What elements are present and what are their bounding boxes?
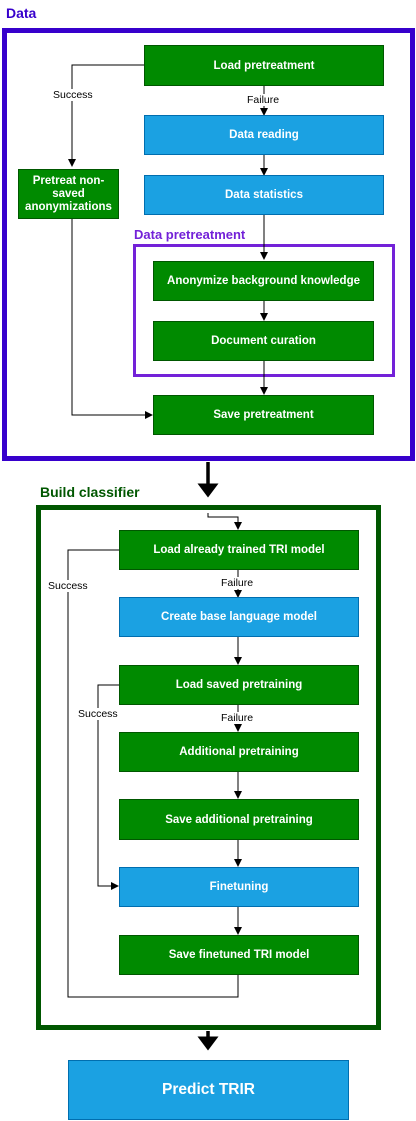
- edge-label-success-pretraining: Success: [77, 708, 119, 720]
- edge-label-failure-data: Failure: [246, 94, 281, 106]
- edge-label-failure-pretraining: Failure: [220, 712, 255, 724]
- pretreat-nonsaved-node: Pretreat non-saved anonymizations: [18, 169, 119, 219]
- anonymize-background-node: Anonymize background knowledge: [153, 261, 374, 301]
- data-group: [2, 28, 415, 461]
- finetuning-node: Finetuning: [119, 867, 359, 907]
- edge-load-trained-success-loop: [67, 549, 239, 998]
- edge-label-success-data: Success: [52, 89, 94, 101]
- data-pretreatment-group-title: Data pretreatment: [134, 227, 246, 242]
- edge-label-success-classifier: Success: [47, 580, 89, 592]
- create-base-lm-node: Create base language model: [119, 597, 359, 637]
- build-classifier-group-title: Build classifier: [40, 484, 140, 500]
- edge-pretreat-nonsaved-to-save: [71, 219, 153, 419]
- save-pretreatment-node: Save pretreatment: [153, 395, 374, 435]
- save-finetuned-tri-node: Save finetuned TRI model: [119, 935, 359, 975]
- load-saved-pretraining-node: Load saved pretraining: [119, 665, 359, 705]
- predict-trir-node: Predict TRIR: [68, 1060, 349, 1120]
- edge-load-saved-success-to-finetuning: [97, 684, 119, 890]
- build-classifier-group: [36, 505, 381, 1030]
- load-trained-tri-node: Load already trained TRI model: [119, 530, 359, 570]
- data-reading-node: Data reading: [144, 115, 384, 155]
- edge-label-failure-classifier: Failure: [220, 577, 255, 589]
- data-statistics-node: Data statistics: [144, 175, 384, 215]
- data-group-title: Data: [6, 5, 37, 21]
- edge-enter-to-load-trained: [207, 513, 242, 530]
- document-curation-node: Document curation: [153, 321, 374, 361]
- save-additional-pretraining-node: Save additional pretraining: [119, 799, 359, 840]
- edge-load-pretreatment-to-pretreat-nonsaved: [68, 64, 144, 167]
- additional-pretraining-node: Additional pretraining: [119, 732, 359, 772]
- load-pretreatment-node: Load pretreatment: [144, 45, 384, 86]
